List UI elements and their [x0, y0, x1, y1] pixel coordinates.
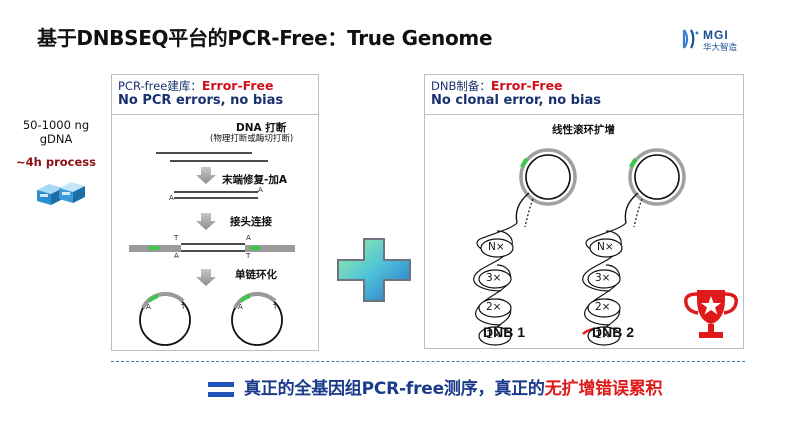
copy-marker: [587, 298, 621, 318]
library-workflow-graphic: [129, 152, 295, 346]
copy-label-2: 2×: [595, 301, 611, 313]
process-time: ~4h process: [16, 155, 96, 169]
adapter-barcode: [149, 246, 159, 250]
copy-label-n: N×: [488, 241, 505, 253]
circle-adapter: [233, 291, 277, 309]
sample-amount: 50-1000 ng: [22, 118, 90, 132]
reagent-kit-icon: [37, 182, 85, 205]
step-end-repair: 末端修复-加A: [222, 174, 287, 186]
trophy-icon: [684, 290, 738, 338]
down-arrow-icon: [196, 269, 216, 286]
pcr-free-library-panel: PCR-free建库：Error-Free No PCR errors, no …: [111, 74, 319, 351]
right-header-highlight: Error-Free: [490, 78, 563, 93]
section-divider: [111, 361, 745, 362]
template-circle: [628, 148, 686, 206]
mgi-logo-icon: [682, 29, 699, 49]
copy-label-3: 3×: [595, 272, 611, 284]
base-a-label: A: [238, 303, 243, 311]
plus-icon: [337, 238, 411, 302]
step-adapter-ligation: 接头连接: [230, 216, 272, 228]
copy-label-1: 1×: [595, 329, 611, 341]
down-arrow-icon: [196, 167, 216, 184]
circle-adapter: [141, 291, 185, 309]
mgi-logo: MGI 华大智造: [681, 27, 763, 53]
step-circularization: 单链环化: [235, 269, 277, 281]
dnb2-label: DNB 2: [592, 324, 635, 340]
base-a-label: A: [258, 186, 263, 194]
right-header-prefix: DNB制备：: [431, 79, 491, 93]
dnb1-label: DNB 1: [483, 324, 526, 340]
circle-barcode: [147, 294, 159, 303]
conclusion-text: 真正的全基因组PCR-free测序，真正的无扩增错误累积: [244, 374, 663, 399]
step-dna-fragmentation: DNA 打断: [236, 122, 287, 134]
copy-marker: [587, 269, 621, 289]
conclusion-highlight: 无扩增错误累积: [544, 379, 663, 399]
copy-label-n: N×: [597, 241, 614, 253]
left-panel-header: PCR-free建库：Error-Free No PCR errors, no …: [112, 75, 318, 115]
copy-marker: [587, 326, 621, 346]
base-a-label: A: [174, 252, 179, 260]
left-header-prefix: PCR-free建库：: [118, 79, 202, 93]
copy-label-1: 1×: [486, 329, 502, 341]
logo-subtitle: 华大智造: [703, 43, 738, 53]
equals-icon: [208, 382, 234, 397]
base-t-label: T: [273, 303, 278, 311]
copy-marker: [478, 269, 512, 289]
right-panel-header: DNB制备：Error-Free No clonal error, no bia…: [425, 75, 743, 115]
base-a-label: A: [246, 234, 251, 242]
copy-label-2: 2×: [486, 301, 502, 313]
left-header-highlight: Error-Free: [201, 78, 274, 93]
template-circle-inner: [634, 154, 680, 200]
circle-barcode: [629, 157, 638, 168]
dnb-rca-graphic: [473, 148, 686, 346]
base-a-label: A: [146, 303, 151, 311]
down-arrow-icon: [196, 213, 216, 230]
conclusion-main: 真正的全基因组PCR-free测序，真正的: [244, 379, 545, 399]
base-t-label: T: [174, 234, 179, 242]
slide-title: 基于DNBSEQ平台的PCR-Free：True Genome: [37, 26, 493, 50]
step-dna-fragmentation-note: (物理打断或酶切打断): [210, 134, 294, 144]
copy-marker: [478, 326, 512, 346]
sample-info: 50-1000 ng gDNA ~4h process: [8, 118, 104, 169]
template-circle: [519, 148, 577, 206]
copy-label-3: 3×: [486, 272, 502, 284]
rca-label: 线性滚环扩增: [552, 124, 615, 136]
circle-barcode: [239, 294, 251, 303]
left-header-subtitle: No PCR errors, no bias: [118, 93, 284, 108]
dnb-preparation-panel: DNB制备：Error-Free No clonal error, no bia…: [424, 74, 744, 349]
logo-text: MGI: [703, 28, 729, 42]
circle-barcode: [520, 157, 529, 168]
sample-type: gDNA: [39, 132, 73, 146]
adapter-barcode: [250, 246, 260, 250]
base-t-label: T: [181, 303, 186, 311]
right-header-subtitle: No clonal error, no bias: [431, 93, 601, 108]
copy-marker: [478, 298, 512, 318]
base-t-label: T: [246, 252, 251, 260]
base-a-label: A: [169, 194, 174, 202]
adapter-right: [245, 245, 295, 252]
copy-marker: [480, 238, 514, 258]
template-circle-inner: [525, 154, 571, 200]
copy-marker: [589, 238, 623, 258]
